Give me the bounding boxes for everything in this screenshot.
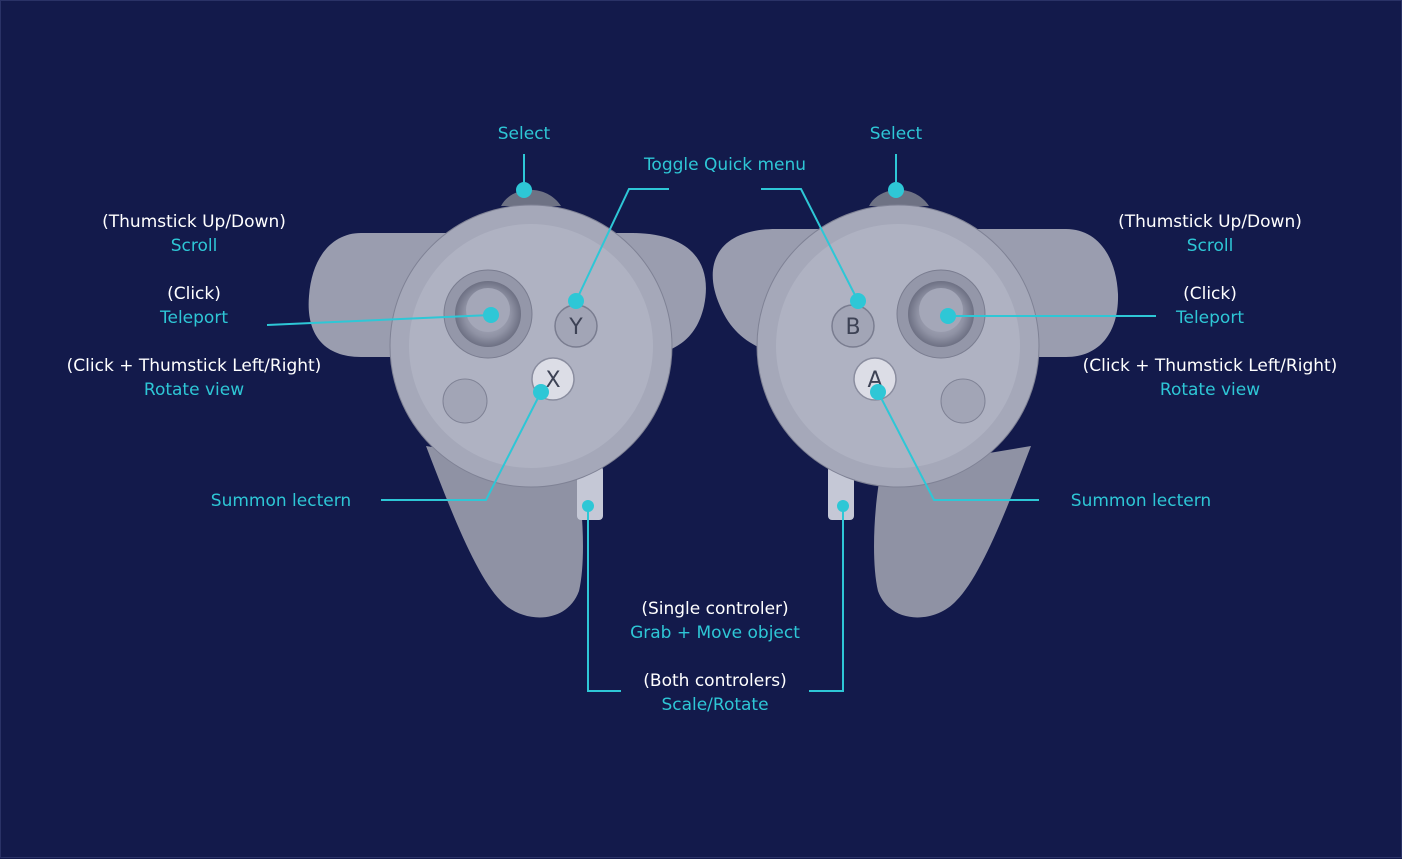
right-select-label: Select	[869, 124, 923, 144]
y-button-label: Y	[568, 315, 583, 340]
x-button-label: X	[545, 368, 560, 393]
right-rotate-label: (Click + Thumstick Left/Right) Rotate vi…	[1082, 356, 1338, 400]
left-select-label: Select	[497, 124, 551, 144]
left-scroll-label: (Thumstick Up/Down) Scroll	[102, 212, 286, 256]
left-controller: Y X	[308, 189, 706, 618]
toggle-quick-menu-label: Toggle Quick menu	[643, 155, 807, 175]
right-controller-grip	[874, 446, 1031, 618]
scale-rotate-label: (Both controlers) Scale/Rotate	[643, 671, 787, 715]
left-teleport-label: (Click) Teleport	[160, 284, 228, 328]
left-grip-line	[587, 506, 621, 692]
right-scroll-label: (Thumstick Up/Down) Scroll	[1118, 212, 1302, 256]
left-summon-line	[381, 391, 542, 501]
toggle-menu-line-right	[761, 188, 859, 302]
right-grip-line	[809, 506, 844, 692]
right-trigger	[869, 189, 929, 206]
left-controller-face-inner	[409, 224, 653, 468]
left-summon-label: Summon lectern	[210, 491, 352, 511]
right-controller: B A	[712, 189, 1119, 618]
callout-dots	[483, 182, 956, 512]
left-teleport-line	[266, 314, 492, 326]
left-menu-button	[442, 378, 488, 424]
left-rotate-label: (Click + Thumstick Left/Right) Rotate vi…	[66, 356, 322, 400]
callout-lines	[266, 154, 1156, 692]
right-menu-button	[940, 378, 986, 424]
toggle-menu-line-left	[575, 188, 669, 302]
right-teleport-label: (Click) Teleport	[1176, 284, 1244, 328]
grab-move-label: (Single controler) Grab + Move object	[630, 599, 800, 643]
left-trigger	[501, 189, 561, 206]
left-controller-grip	[426, 446, 583, 618]
right-summon-line	[877, 391, 1039, 501]
right-summon-label: Summon lectern	[1070, 491, 1212, 511]
b-button-label: B	[845, 315, 860, 340]
